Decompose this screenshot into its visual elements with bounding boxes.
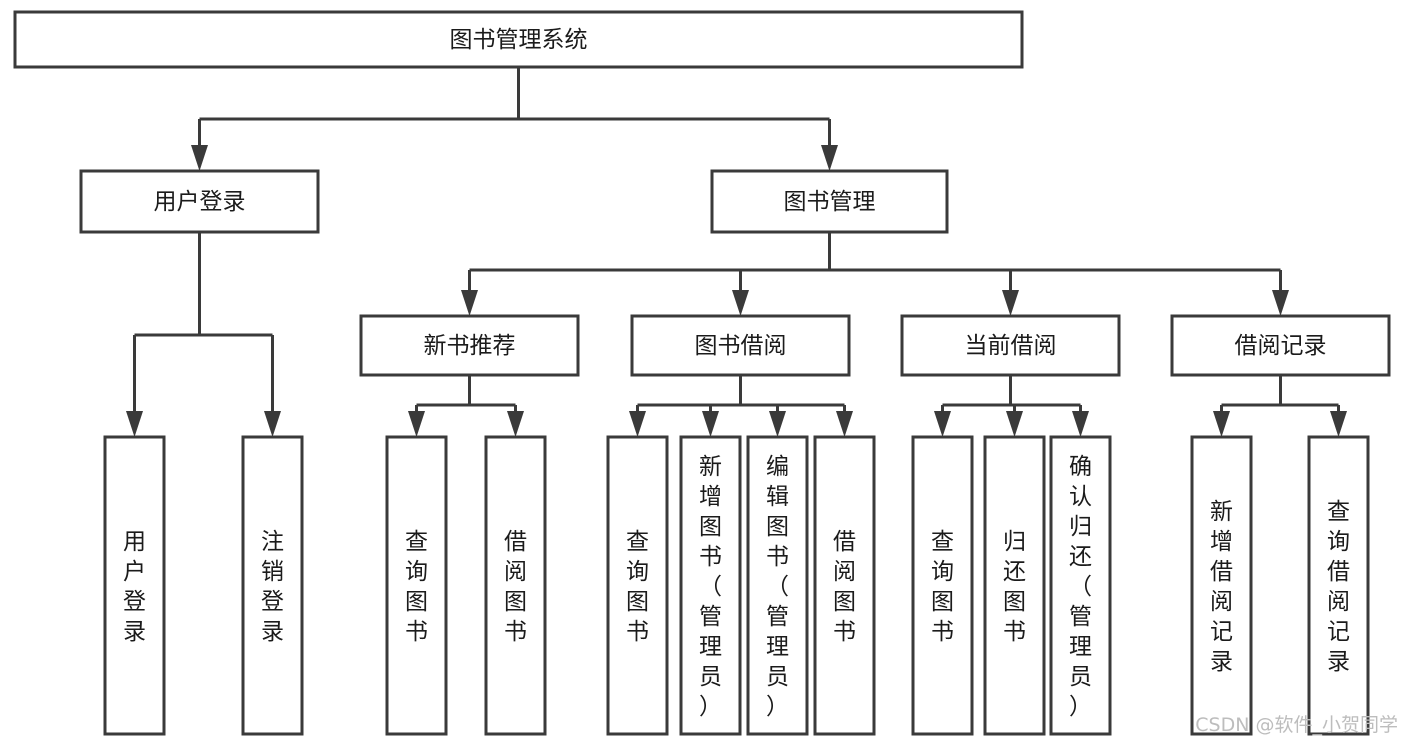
node-label: 确认归还（管理员）	[1069, 454, 1092, 720]
node-label: 查询图书	[931, 529, 954, 645]
node-current-borrow[interactable]: 当前借阅	[900, 314, 1121, 377]
node-leaf-borrow-book-2[interactable]: 借阅图书	[813, 435, 876, 736]
node-box	[710, 169, 949, 234]
node-leaf-add-record[interactable]: 新增借阅记录	[1190, 435, 1253, 736]
node-box	[630, 314, 851, 377]
node-box	[103, 435, 166, 736]
node-leaf-query-book-2[interactable]: 查询图书	[606, 435, 669, 736]
node-label: 新书推荐	[424, 333, 516, 359]
node-box	[13, 10, 1024, 69]
node-leaf-user-login[interactable]: 用户登录	[103, 435, 166, 736]
node-book-manage[interactable]: 图书管理	[710, 169, 949, 234]
node-box	[79, 169, 320, 234]
node-leaf-edit-book[interactable]: 编辑图书（管理员）	[746, 435, 809, 736]
node-label: 查询图书	[405, 529, 428, 645]
node-leaf-user-logout[interactable]: 注销登录	[241, 435, 304, 736]
node-label: 编辑图书（管理员）	[766, 454, 789, 720]
node-label: 查询图书	[626, 529, 649, 645]
node-label: 用户登录	[154, 189, 246, 215]
node-box	[484, 435, 547, 736]
connector-layer	[126, 67, 1347, 437]
node-label: 图书借阅	[695, 333, 787, 359]
node-layer: 图书管理系统用户登录图书管理新书推荐图书借阅当前借阅借阅记录用户登录注销登录查询…	[13, 10, 1391, 736]
node-book-borrow[interactable]: 图书借阅	[630, 314, 851, 377]
node-box	[385, 435, 448, 736]
node-box	[1190, 435, 1253, 736]
node-root[interactable]: 图书管理系统	[13, 10, 1024, 69]
node-label: 当前借阅	[965, 333, 1057, 359]
node-label: 借阅图书	[504, 529, 527, 645]
node-label: 用户登录	[123, 529, 146, 645]
node-label: 查询借阅记录	[1327, 499, 1350, 675]
node-leaf-query-book-1[interactable]: 查询图书	[385, 435, 448, 736]
node-box	[911, 435, 974, 736]
node-box	[1307, 435, 1370, 736]
node-leaf-query-book-3[interactable]: 查询图书	[911, 435, 974, 736]
node-user-login[interactable]: 用户登录	[79, 169, 320, 234]
node-label: 图书管理系统	[450, 27, 588, 53]
node-box	[746, 435, 809, 736]
node-box	[900, 314, 1121, 377]
node-leaf-borrow-book-1[interactable]: 借阅图书	[484, 435, 547, 736]
csdn-watermark: CSDN @软件_小贺同学	[1195, 714, 1398, 736]
node-borrow-records[interactable]: 借阅记录	[1170, 314, 1391, 377]
node-label: 借阅记录	[1235, 333, 1327, 359]
node-box	[983, 435, 1046, 736]
node-leaf-add-book[interactable]: 新增图书（管理员）	[679, 435, 742, 736]
node-label: 图书管理	[784, 189, 876, 215]
node-leaf-return-book[interactable]: 归还图书	[983, 435, 1046, 736]
node-box	[679, 435, 742, 736]
node-new-book-recommend[interactable]: 新书推荐	[359, 314, 580, 377]
node-leaf-query-record[interactable]: 查询借阅记录	[1307, 435, 1370, 736]
node-label: 借阅图书	[833, 529, 856, 645]
node-label: 新增图书（管理员）	[699, 454, 722, 720]
node-box	[241, 435, 304, 736]
node-leaf-confirm-return[interactable]: 确认归还（管理员）	[1049, 435, 1112, 736]
node-box	[606, 435, 669, 736]
node-label: 归还图书	[1003, 529, 1026, 645]
node-box	[359, 314, 580, 377]
node-box	[813, 435, 876, 736]
node-label: 注销登录	[261, 529, 284, 645]
node-box	[1049, 435, 1112, 736]
node-box	[1170, 314, 1391, 377]
node-label: 新增借阅记录	[1210, 499, 1233, 675]
